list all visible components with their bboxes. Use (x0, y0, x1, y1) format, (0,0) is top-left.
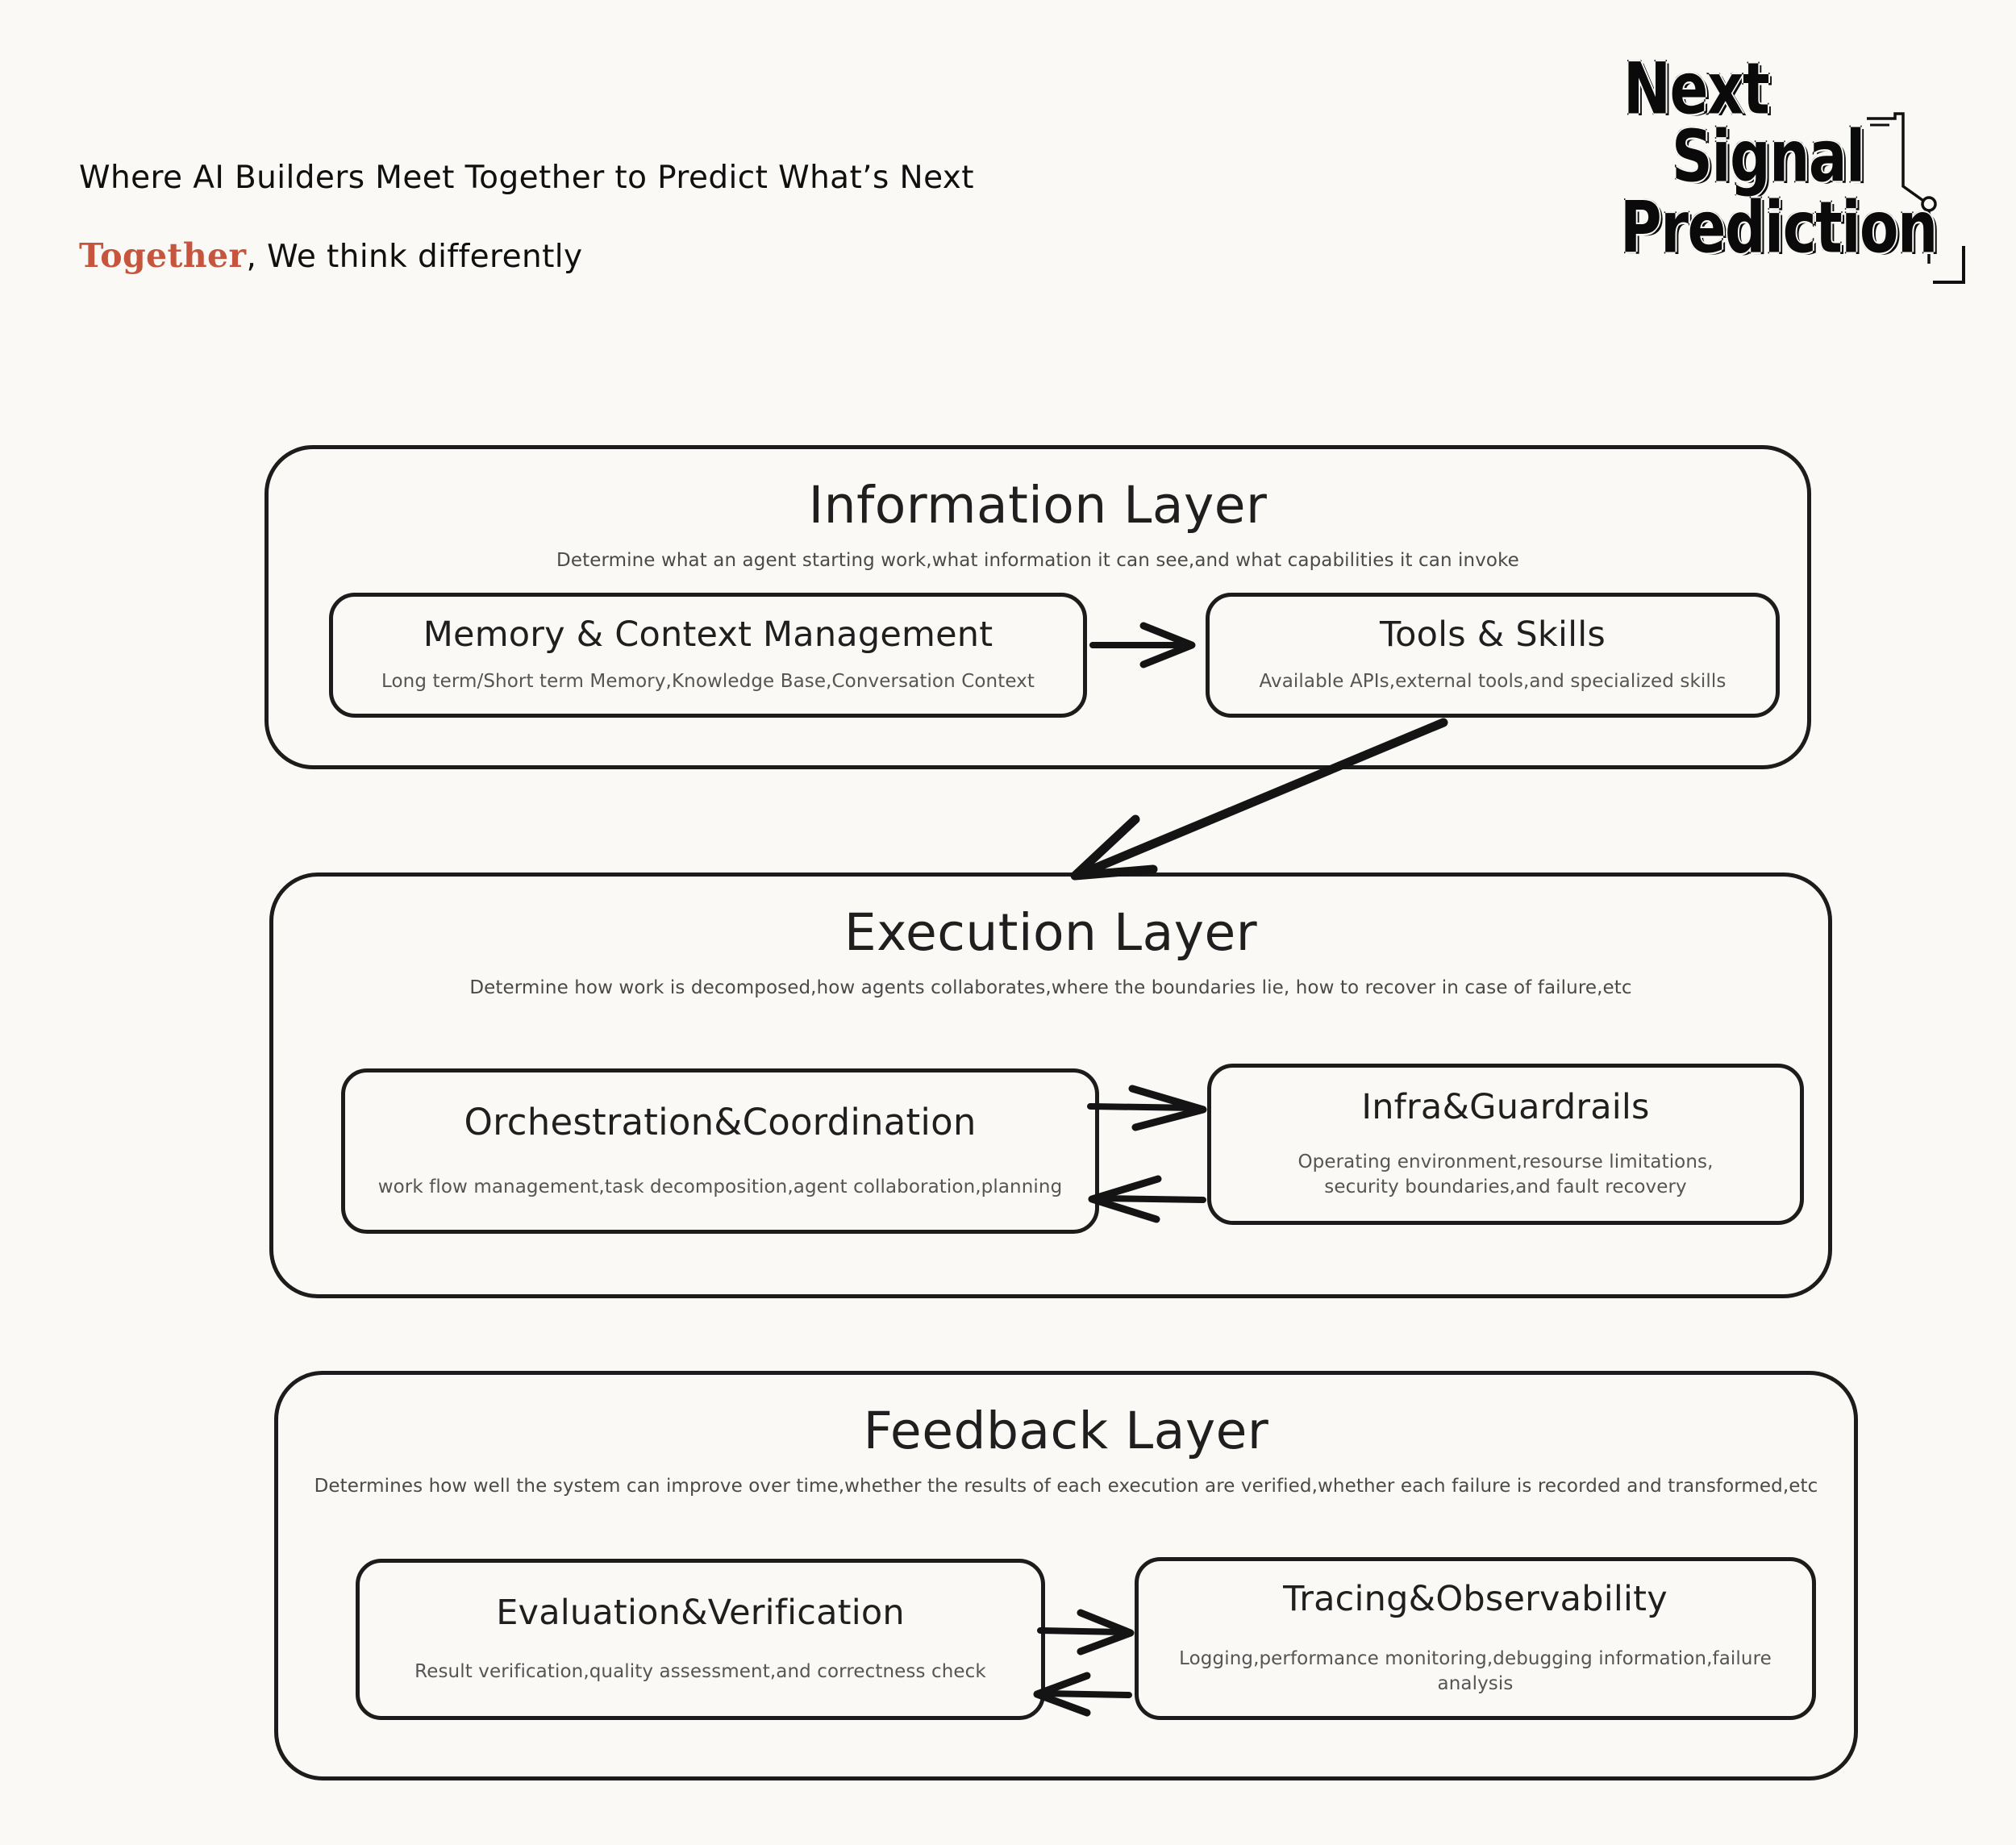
tagline-primary: Where AI Builders Meet Together to Predi… (79, 160, 974, 196)
card-tools-title: Tools & Skills (1379, 614, 1606, 656)
brand-logo: Next Signal Prediction (1617, 44, 1988, 294)
information-layer-title: Information Layer (808, 476, 1268, 535)
information-layer-description: Determine what an agent starting work,wh… (556, 550, 1519, 571)
card-tracing-observability[interactable]: Tracing&Observability Logging,performanc… (1135, 1557, 1816, 1720)
feedback-layer-title: Feedback Layer (863, 1401, 1269, 1460)
logo-line-next: Next (1622, 46, 1772, 131)
card-infra-title: Infra&Guardrails (1361, 1087, 1650, 1128)
card-orchestration-coordination[interactable]: Orchestration&Coordination work flow man… (341, 1068, 1099, 1234)
card-orchestration-title: Orchestration&Coordination (464, 1101, 977, 1144)
tagline-accent-word: Together (79, 236, 247, 275)
feedback-layer-description: Determines how well the system can impro… (314, 1476, 1818, 1497)
execution-layer-title: Execution Layer (843, 903, 1258, 962)
card-tools-skills[interactable]: Tools & Skills Available APIs,external t… (1206, 593, 1780, 718)
execution-layer-description: Determine how work is decomposed,how age… (469, 977, 1632, 998)
logo-line-prediction: Prediction (1619, 185, 1939, 270)
tagline-rest: , We think differently (246, 239, 583, 275)
card-evaluation-subtitle: Result verification,quality assessment,a… (414, 1661, 986, 1683)
tagline-secondary: Together, We think differently (79, 236, 583, 275)
card-tracing-subtitle: Logging,performance monitoring,debugging… (1179, 1647, 1772, 1694)
card-memory-title: Memory & Context Management (423, 614, 993, 656)
card-memory-context-management[interactable]: Memory & Context Management Long term/Sh… (329, 593, 1087, 718)
card-memory-subtitle: Long term/Short term Memory,Knowledge Ba… (381, 670, 1035, 692)
card-tracing-title: Tracing&Observability (1283, 1579, 1668, 1620)
logo-circuit-decoration (1867, 112, 1965, 284)
card-infra-guardrails[interactable]: Infra&Guardrails Operating environment,r… (1207, 1064, 1804, 1225)
card-orchestration-subtitle: work flow management,task decomposition,… (377, 1176, 1063, 1197)
logo-line-signal: Signal (1671, 114, 1867, 199)
information-layer-container: Information Layer Determine what an agen… (264, 445, 1811, 769)
card-evaluation-verification[interactable]: Evaluation&Verification Result verificat… (356, 1559, 1045, 1720)
execution-layer-container: Execution Layer Determine how work is de… (269, 873, 1832, 1298)
feedback-layer-container: Feedback Layer Determines how well the s… (274, 1371, 1858, 1780)
card-tools-subtitle: Available APIs,external tools,and specia… (1259, 670, 1727, 692)
card-infra-subtitle: Operating environment,resourse limitatio… (1297, 1151, 1714, 1197)
card-evaluation-title: Evaluation&Verification (496, 1592, 905, 1633)
